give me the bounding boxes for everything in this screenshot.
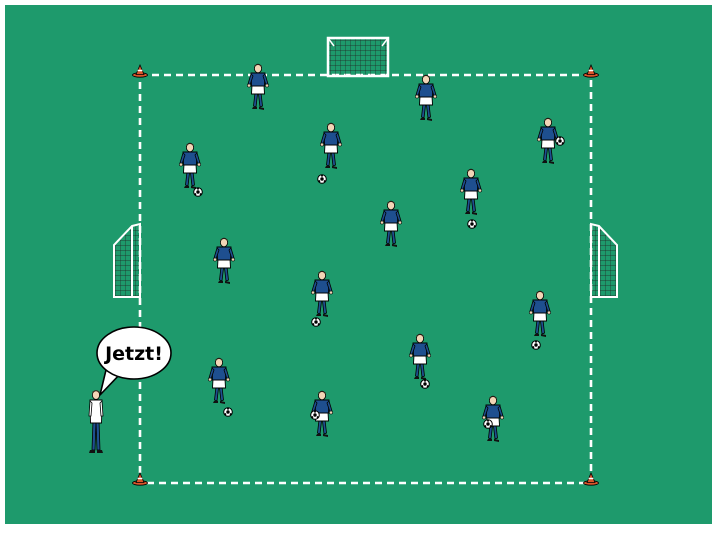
soccer-ball-icon: [421, 380, 430, 389]
soccer-ball-icon: [224, 408, 233, 417]
soccer-ball-icon: [311, 411, 320, 420]
soccer-ball-icon: [468, 220, 477, 229]
soccer-ball-icon: [194, 188, 203, 197]
callout-text: Jetzt!: [103, 343, 163, 365]
soccer-ball-icon: [532, 341, 541, 350]
soccer-ball-icon: [484, 420, 493, 429]
soccer-ball-icon: [312, 318, 321, 327]
soccer-ball-icon: [318, 175, 327, 184]
soccer-ball-icon: [556, 137, 565, 146]
goal-net-icon: [328, 38, 388, 76]
